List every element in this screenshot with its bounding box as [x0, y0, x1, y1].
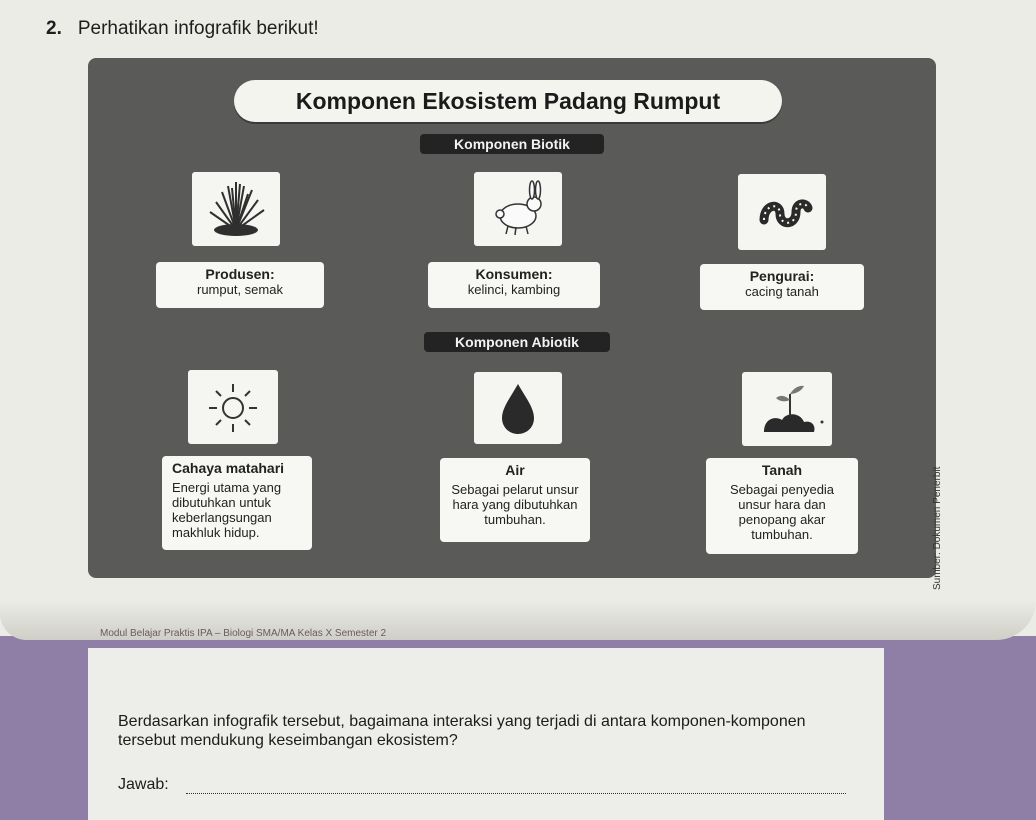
water-text-2: hara yang dibutuhkan [452, 497, 578, 512]
producer-icon-box [192, 172, 280, 246]
essay-question: Berdasarkan infografik tersebut, bagaima… [118, 713, 806, 749]
water-icon-box [474, 372, 562, 444]
rabbit-icon [495, 180, 542, 236]
soil-text-3: penopang akar [738, 512, 826, 527]
water-text-3: tumbuhan. [484, 512, 546, 527]
sunlight-title: Cahaya matahari [172, 460, 285, 476]
abiotic-header: Komponen Abiotik [424, 332, 610, 352]
question-number: 2. [46, 18, 62, 39]
consumer-icon-box [474, 172, 562, 246]
water-text-1: Sebagai pelarut unsur [451, 482, 579, 497]
worm-icon [759, 199, 813, 228]
sunlight-text-4: makhluk hidup. [172, 525, 260, 540]
page-curl [0, 600, 1036, 640]
consumer-label: Konsumen: kelinci, kambing [428, 262, 600, 308]
producer-title: Produsen: [205, 266, 275, 282]
soil-text-1: Sebagai penyedia [729, 482, 835, 497]
answer-label: Jawab: [118, 776, 169, 793]
source-credit-text: Sumber: Dokumen Penerbit [932, 466, 943, 590]
grass-icon [209, 182, 265, 236]
sunlight-text-2: dibutuhkan untuk [172, 495, 272, 510]
soil-title: Tanah [761, 462, 803, 478]
water-title: Air [505, 462, 525, 478]
decomposer-text: cacing tanah [745, 284, 819, 299]
sunlight-text-3: keberlangsungan [172, 510, 272, 525]
water-label: Air Sebagai pelarut unsur hara yang dibu… [440, 458, 590, 542]
source-credit: Sumber: Dokumen Penerbit [932, 440, 948, 590]
soil-text-2: unsur hara dan [738, 497, 826, 512]
decomposer-label: Pengurai: cacing tanah [700, 264, 864, 310]
soil-sprout-icon [764, 385, 824, 432]
producer-label: Produsen: rumput, semak [156, 262, 324, 308]
answer-page [88, 648, 884, 820]
sun-icon [209, 384, 257, 432]
sun-icon-box [188, 370, 278, 444]
consumer-title: Konsumen: [475, 266, 553, 282]
infographic-title: Komponen Ekosistem Padang Rumput [234, 80, 782, 122]
decomposer-icon-box [738, 174, 826, 250]
soil-text-4: tumbuhan. [751, 527, 813, 542]
water-drop-icon [502, 384, 534, 434]
sunlight-text-1: Energi utama yang [172, 480, 282, 495]
soil-label: Tanah Sebagai penyedia unsur hara dan pe… [706, 458, 858, 554]
answer-line[interactable] [186, 793, 846, 794]
biotic-header: Komponen Biotik [420, 134, 604, 154]
question-heading: 2. Perhatikan infografik berikut! [46, 18, 319, 40]
producer-text: rumput, semak [197, 282, 283, 297]
sunlight-label: Cahaya matahari Energi utama yang dibutu… [162, 456, 312, 550]
page-footer: Modul Belajar Praktis IPA – Biologi SMA/… [100, 628, 387, 639]
consumer-text: kelinci, kambing [467, 282, 561, 297]
soil-icon-box [742, 372, 832, 446]
question-text: Perhatikan infografik berikut! [77, 18, 319, 39]
decomposer-title: Pengurai: [749, 268, 815, 284]
